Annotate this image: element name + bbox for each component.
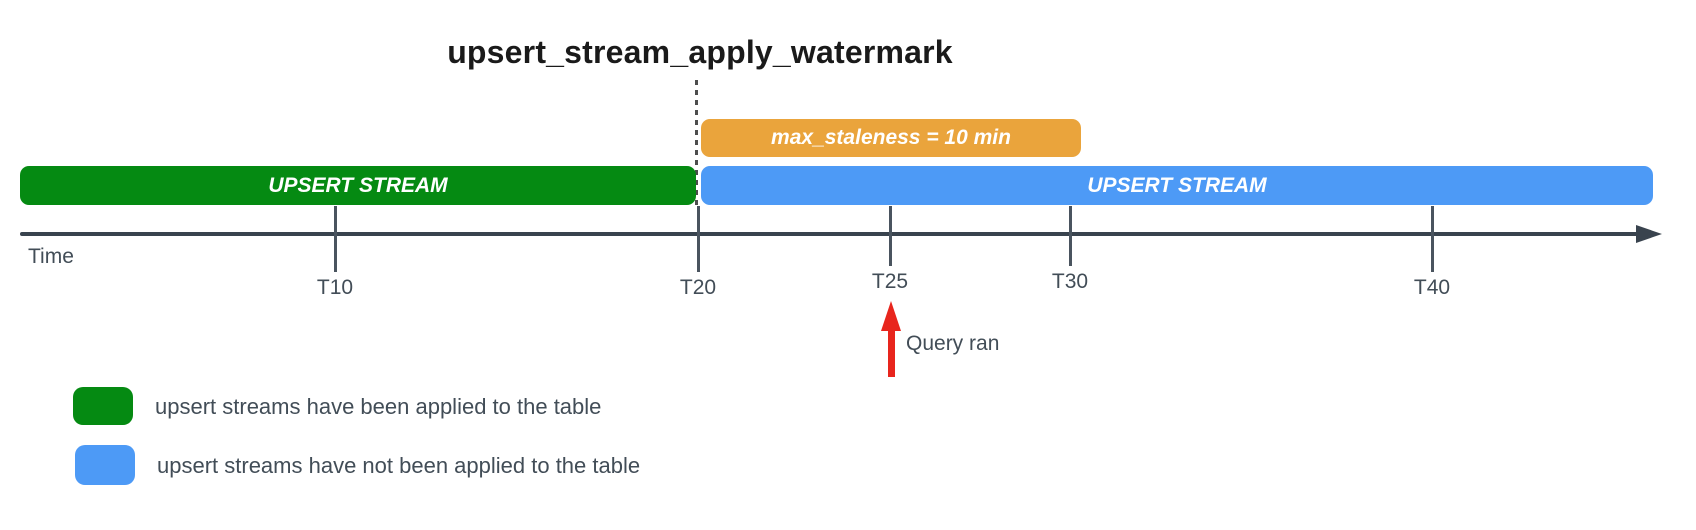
legend-swatch-applied xyxy=(73,387,133,425)
watermark-dotted-line xyxy=(695,80,698,206)
tick-label: T20 xyxy=(679,276,717,299)
time-axis-line xyxy=(20,232,1638,236)
legend-label-applied: upsert streams have been applied to the … xyxy=(155,394,602,419)
time-axis-label: Time xyxy=(28,245,74,268)
not-applied-upsert-stream-bar: UPSERT STREAM xyxy=(701,166,1653,205)
query-ran-arrow-shaft xyxy=(887,328,895,377)
legend-label-not-applied: upsert streams have not been applied to … xyxy=(157,453,641,478)
query-ran-arrow-icon xyxy=(881,301,901,331)
tick-line xyxy=(1069,206,1072,266)
tick-line xyxy=(889,206,892,266)
tick-label: T40 xyxy=(1413,276,1451,299)
tick-line xyxy=(334,206,337,272)
time-axis-arrowhead-icon xyxy=(1636,225,1662,243)
tick-label: T30 xyxy=(1051,270,1089,293)
tick-line xyxy=(1431,206,1434,272)
applied-upsert-stream-bar: UPSERT STREAM xyxy=(20,166,696,205)
tick-label: T25 xyxy=(871,270,909,293)
query-ran-label: Query ran xyxy=(906,332,1000,355)
legend-swatch-not-applied xyxy=(75,445,135,485)
diagram-title: upsert_stream_apply_watermark xyxy=(447,34,953,70)
applied-upsert-stream-label: UPSERT STREAM xyxy=(268,173,448,197)
tick-label: T10 xyxy=(316,276,354,299)
not-applied-upsert-stream-label: UPSERT STREAM xyxy=(1087,173,1267,197)
max-staleness-bar: max_staleness = 10 min xyxy=(701,119,1081,157)
max-staleness-label: max_staleness = 10 min xyxy=(771,126,1011,149)
tick-line xyxy=(697,206,700,272)
